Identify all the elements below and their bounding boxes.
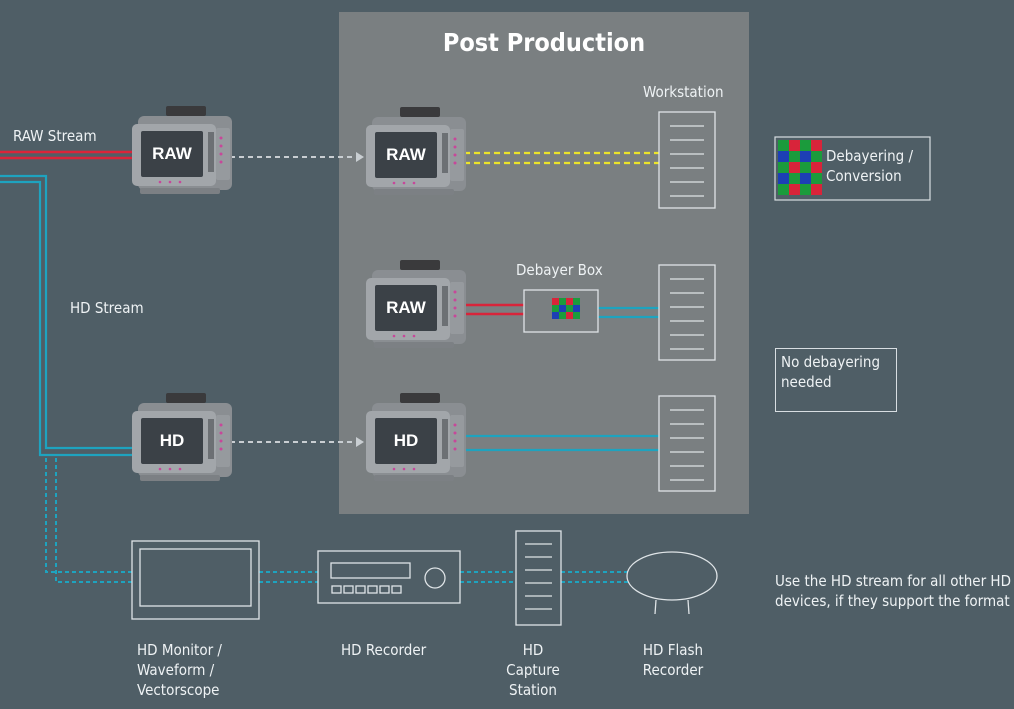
hd-flash-recorder-label: HD Flash Recorder xyxy=(642,641,704,679)
hd-post-camera-label: HD xyxy=(393,431,419,450)
hd-stream-label: HD Stream xyxy=(70,299,144,317)
transfer-arrow-hd xyxy=(356,437,364,447)
debayer-output-lines xyxy=(598,306,659,319)
hd-devices-note: Use the HD stream for all other HD devic… xyxy=(775,572,1011,610)
hd-recorder-label: HD Recorder xyxy=(341,641,427,659)
workstation-1 xyxy=(658,111,716,209)
raw-stream-label: RAW Stream xyxy=(13,127,97,145)
debayering-note-box xyxy=(774,136,931,201)
hd-monitor-label: HD Monitor / Waveform / Vectorscope xyxy=(137,641,222,699)
workstation-label: Workstation xyxy=(643,83,724,101)
raw-stream-lines xyxy=(0,150,132,160)
debayering-note: Debayering / Conversion xyxy=(826,147,914,185)
transfer-arrow-raw xyxy=(356,152,364,162)
raw-post-camera-label: RAW xyxy=(386,145,426,164)
hd-flash-recorder-icon xyxy=(626,551,718,615)
debayer-box-label: Debayer Box xyxy=(516,261,603,279)
hd-to-workstation-lines xyxy=(462,434,659,452)
debayer-input-lines xyxy=(462,303,524,316)
workstation-3 xyxy=(658,395,716,492)
hd-device-dotted-lines xyxy=(45,458,628,583)
workstation-2 xyxy=(658,264,716,361)
hd-recorder-icon xyxy=(317,550,461,604)
raw-debayer-camera-label: RAW xyxy=(386,298,426,317)
hd-capture-station-icon xyxy=(515,530,562,626)
debayer-box xyxy=(523,289,599,333)
post-production-title: Post Production xyxy=(442,28,646,57)
raw-to-workstation-lines xyxy=(464,151,659,165)
hd-capture-station-label: HD Capture Station xyxy=(506,641,560,699)
hd-source-camera-label: HD xyxy=(159,431,185,450)
debayer-pattern-icon xyxy=(552,298,580,319)
hd-stream-lines xyxy=(0,174,132,457)
transfer-dashed-lines xyxy=(230,156,356,443)
raw-source-camera-label: RAW xyxy=(152,144,192,163)
no-debayering-note: No debayering needed xyxy=(775,348,897,412)
bayer-pattern-icon xyxy=(778,140,822,195)
hd-monitor-icon xyxy=(131,540,260,620)
